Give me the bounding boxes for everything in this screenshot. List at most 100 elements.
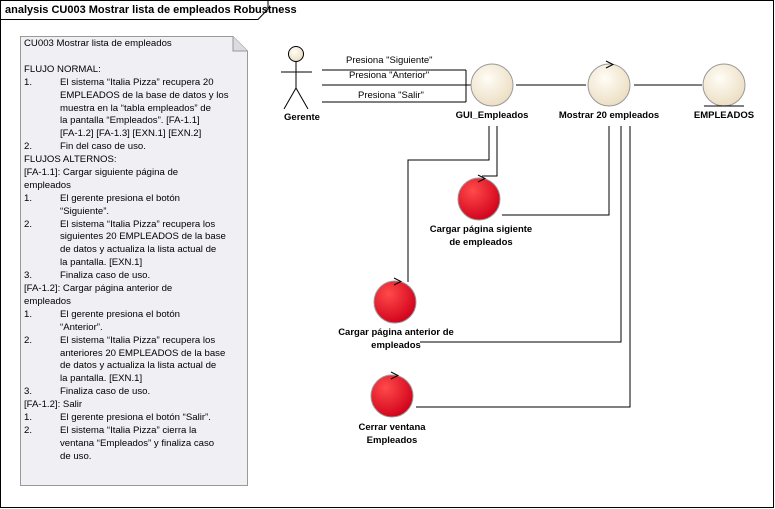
note-title: CU003 Mostrar lista de empleados [24,38,172,49]
entity-label: EMPLEADOS [693,110,755,121]
note-line-text: El gerente presiona el botón “Salir”. [60,411,211,423]
note-line-text: El sistema “Italia Pizza” recupera 20 [60,76,214,88]
note-line: [FA-1.2]: Cargar página anterior de [24,283,239,296]
note-line-text: “Anterior”. [60,321,103,333]
note-line: 2. El sistema “Italia Pizza” recupera los [24,335,239,348]
conn-gui-siguiente [482,126,498,177]
message-siguiente: Presiona "Siguiente" [346,55,433,66]
note-line: de datos y actualiza la lista actual de [24,244,239,257]
control-cerrar-label-1: Cerrar ventana [358,422,426,433]
control-anterior-label-1: Cargar página anterior de [338,327,454,338]
note-line: 2.El sistema “Italia Pizza” cierra la [24,425,239,438]
note-line-number: 2. [24,218,33,230]
note-line: la pantalla. [EXN.1] [24,373,239,386]
note-line-number: 2. [24,334,33,346]
note-line: 2. El sistema “Italia Pizza” recupera los [24,219,239,232]
control-cerrar-ventana[interactable] [370,371,414,418]
note-line: [FA-1.2] [FA-1.3] [EXN.1] [EXN.2] [24,128,239,141]
note-line: la pantalla. [EXN.1] [24,257,239,270]
actor-gerente-figure [281,46,312,110]
message-salir: Presiona "Salir" [358,90,424,101]
note-line: 1. El sistema “Italia Pizza” recupera 20 [24,77,239,90]
note-line-number: 1. [24,308,33,320]
control-main-label: Mostrar 20 empleados [558,110,660,121]
note-line-text: [FA-1.1]: Cargar siguiente página de [24,167,179,179]
note-line: “Anterior”. [24,322,239,335]
note-line: FLUJO NORMAL: [24,64,239,77]
note-line-text: El gerente presiona el botón [60,192,181,204]
note-line-text: El sistema “Italia Pizza” recupera los [60,218,216,230]
conn-mostrar-cerrar [416,126,631,408]
note-line: 1. El gerente presiona el botón [24,309,239,322]
note-line-number: 3. [24,270,33,282]
note-lines: FLUJO NORMAL:1.El sistema “Italia Pizza”… [24,64,239,464]
note-line-text: de datos y actualiza la lista actual de [60,360,217,372]
note-line: 3. Finaliza caso de uso. [24,386,239,399]
note-line: “Siguiente”. [24,206,239,219]
note-line: [FA-1.2]: Salir [24,399,239,412]
control-cerrar-label-2: Empleados [366,435,418,446]
note-line: muestra en la “tabla empleados” de [24,103,239,116]
note-line: de datos y actualiza la lista actual de [24,360,239,373]
note-line: 3. Finaliza caso de uso. [24,270,239,283]
note-line-text: [FA-1.2]: Salir [24,399,83,411]
message-anterior: Presiona "Anterior" [349,70,430,81]
control-siguiente-label-1: Cargar página sigiente [429,224,533,235]
note-line: de uso. [24,451,239,464]
note-line-text: anteriores 20 EMPLEADOS de la base [60,347,226,359]
note-line-text: El gerente presiona el botón [60,308,181,320]
control-mostrar-20-empleados[interactable] [587,60,631,107]
note-line: empleados [24,180,239,193]
control-cargar-siguiente[interactable] [457,174,501,221]
note-line-text: empleados [24,179,71,191]
note-text: CU003 Mostrar lista de empleados FLUJO N… [24,38,239,483]
note-line-text: [FA-1.2]: Cargar página anterior de [24,283,173,295]
note-line-text: de datos y actualiza la lista actual de [60,244,217,256]
note-line: 1. El gerente presiona el botón “Salir”. [24,412,239,425]
actor-label: Gerente [284,112,320,123]
note-line-number: 3. [24,386,33,398]
note-line: siguientes 20 EMPLEADOS de la base [24,231,239,244]
note-line-text: El sistema “Italia Pizza” cierra la [60,424,197,436]
diagram-title-tab [0,0,269,20]
note-line-text: “Siguiente”. [60,205,110,217]
control-anterior-label-2: empleados [371,340,421,351]
note-line-number: 1. [24,76,33,88]
note-line-number: 1. [24,411,33,423]
note-line: 1. El gerente presiona el botón [24,193,239,206]
note-line-text: muestra en la “tabla empleados” de [60,102,211,114]
note-line-text: Finaliza caso de uso. [60,270,151,282]
note-line-text: FLUJO NORMAL: [24,63,101,75]
boundary-gui-empleados[interactable] [465,63,514,107]
note-fold [232,36,248,52]
conn-mostrar-siguiente [502,126,610,216]
note-line-text: ventana “Empleados” y finaliza caso [60,437,215,449]
note-line-text: Fin del caso de uso. [60,141,146,153]
connectors [322,69,702,408]
conn-mostrar-anterior [420,126,622,343]
note-line: EMPLEADOS de la base de datos y los [24,90,239,103]
control-siguiente-label-2: de empleados [449,237,513,248]
note-line-number: 1. [24,192,33,204]
diagram-title: analysis CU003 Mostrar lista de empleado… [5,4,297,16]
note-line-text: la pantalla. [EXN.1] [60,257,143,269]
note-box [20,36,248,486]
note-line: 2. Fin del caso de uso. [24,141,239,154]
note-line-text: EMPLEADOS de la base de datos y los [60,89,229,101]
note-line-text: [FA-1.2] [FA-1.3] [EXN.1] [EXN.2] [60,128,202,140]
note-line: [FA-1.1]: Cargar siguiente página de [24,167,239,180]
note-line-text: la pantalla. [EXN.1] [60,373,143,385]
note-line-text: de uso. [60,450,92,462]
note-line: empleados [24,296,239,309]
note-line-text: El sistema “Italia Pizza” recupera los [60,334,216,346]
entity-empleados[interactable] [702,63,746,107]
conn-gui-anterior [407,126,490,282]
note-line-text: empleados [24,295,71,307]
note-line-text: siguientes 20 EMPLEADOS de la base [60,231,226,243]
control-cargar-anterior[interactable] [373,277,417,324]
note-line-text: Finaliza caso de uso. [60,386,151,398]
note-line: ventana “Empleados” y finaliza caso [24,438,239,451]
note-line-text: la pantalla “Empleados”. [FA-1.1] [60,115,200,127]
boundary-label: GUI_Empleados [455,110,529,121]
note-line-number: 2. [24,141,33,153]
